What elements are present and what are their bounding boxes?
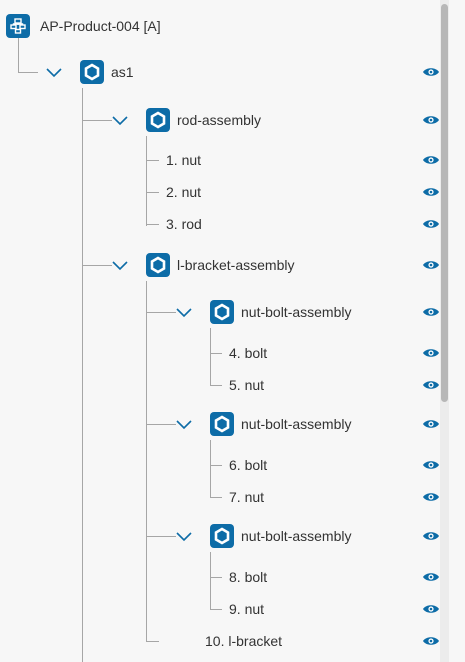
chevron-down-icon[interactable] <box>46 66 62 78</box>
eye-icon[interactable] <box>422 66 440 78</box>
node-label: nut-bolt-assembly <box>241 416 352 432</box>
node-label: nut-bolt-assembly <box>241 304 352 320</box>
tree-connector <box>210 328 211 386</box>
tree-connector <box>146 641 159 642</box>
eye-icon[interactable] <box>422 114 440 126</box>
node-label: 1. nut <box>166 152 202 168</box>
hexagon-nut-icon <box>210 412 234 436</box>
tree-connector <box>210 353 222 354</box>
eye-icon[interactable] <box>422 635 440 647</box>
tree-connector <box>146 136 147 226</box>
tree-connector <box>146 224 159 225</box>
hexagon-nut-icon <box>146 108 170 132</box>
tree-connector <box>18 38 19 72</box>
eye-icon[interactable] <box>422 259 440 271</box>
node-label: as1 <box>111 64 134 80</box>
chevron-down-icon[interactable] <box>176 418 192 430</box>
chevron-down-icon[interactable] <box>176 306 192 318</box>
eye-icon[interactable] <box>422 459 440 471</box>
tree-connector <box>146 160 159 161</box>
node-label: 8. bolt <box>229 569 268 585</box>
tree-connector <box>146 312 176 313</box>
node-label: 10. l-bracket <box>205 633 283 649</box>
tree-connector <box>210 465 222 466</box>
node-label: 9. nut <box>229 601 265 617</box>
tree-connector <box>210 497 222 498</box>
chevron-down-icon[interactable] <box>176 530 192 542</box>
eye-icon[interactable] <box>422 218 440 230</box>
node-label: l-bracket-assembly <box>177 257 295 273</box>
tree-connector <box>82 88 83 662</box>
eye-icon[interactable] <box>422 154 440 166</box>
chevron-down-icon[interactable] <box>112 114 128 126</box>
node-label: 3. rod <box>166 216 202 232</box>
hexagon-nut-icon <box>80 60 104 84</box>
eye-icon[interactable] <box>422 306 440 318</box>
chevron-down-icon[interactable] <box>112 259 128 271</box>
tree-connector <box>82 120 112 121</box>
node-label: rod-assembly <box>177 112 262 128</box>
node-label: nut-bolt-assembly <box>241 528 352 544</box>
hexagon-nut-icon <box>210 524 234 548</box>
node-label: 6. bolt <box>229 457 268 473</box>
hexagon-nut-icon <box>146 253 170 277</box>
tree-connector <box>146 536 176 537</box>
scrollbar-thumb[interactable] <box>441 4 448 402</box>
tree-connector <box>146 281 147 642</box>
node-label: 4. bolt <box>229 345 268 361</box>
node-label: 2. nut <box>166 184 202 200</box>
tree-connector <box>210 552 211 610</box>
hexagon-nut-icon <box>210 300 234 324</box>
node-label: 7. nut <box>229 489 265 505</box>
tree-connector <box>146 192 159 193</box>
root-label: AP-Product-004 [A] <box>40 18 161 34</box>
tree-connector <box>210 385 222 386</box>
tree-connector <box>82 265 112 266</box>
eye-icon[interactable] <box>422 418 440 430</box>
eye-icon[interactable] <box>422 603 440 615</box>
vertical-scrollbar[interactable] <box>440 0 449 662</box>
eye-icon[interactable] <box>422 571 440 583</box>
product-structure-tree: AP-Product-004 [A] as1 rod-assembly 1. nut… <box>6 14 440 662</box>
eye-icon[interactable] <box>422 347 440 359</box>
eye-icon[interactable] <box>422 491 440 503</box>
tree-connector <box>210 440 211 498</box>
tree-connector <box>146 424 176 425</box>
node-label: 5. nut <box>229 377 265 393</box>
eye-icon[interactable] <box>422 379 440 391</box>
tree-connector <box>18 72 38 73</box>
eye-icon[interactable] <box>422 530 440 542</box>
product-structure-icon <box>6 14 30 38</box>
tree-connector <box>210 577 222 578</box>
tree-connector <box>210 609 222 610</box>
eye-icon[interactable] <box>422 186 440 198</box>
